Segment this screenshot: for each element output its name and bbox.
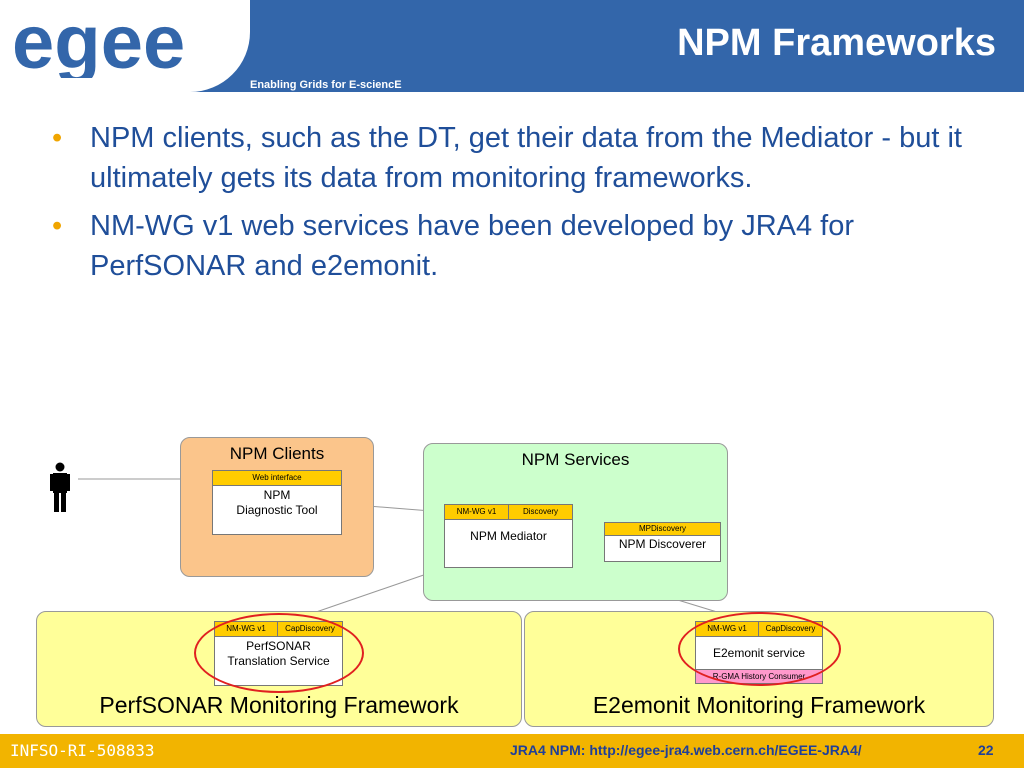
bullet-item: • NM-WG v1 web services have been develo… — [52, 206, 1002, 286]
npm-diagnostic-tool: NPM Diagnostic Tool — [212, 485, 342, 535]
npm-mediator: NPM Mediator — [444, 519, 573, 568]
logo-text: egee — [12, 14, 185, 78]
slide-footer: INFSO-RI-508833 JRA4 NPM: http://egee-jr… — [0, 734, 1024, 768]
e2emonit-highlight-oval — [678, 612, 841, 686]
bullet-text: NPM clients, such as the DT, get their d… — [90, 122, 962, 194]
npm-discoverer-label: NPM Discoverer — [618, 537, 707, 551]
npm-services-title: NPM Services — [521, 450, 630, 469]
slide-header: egee Enabling Grids for E-sciencE NPM Fr… — [0, 0, 1024, 92]
mpdiscovery-tab: MPDiscovery — [604, 522, 721, 536]
perfsonar-framework-title: PerfSONAR Monitoring Framework — [99, 692, 459, 718]
bullet-item: • NPM clients, such as the DT, get their… — [52, 118, 1002, 198]
bullet-text: NM-WG v1 web services have been develope… — [90, 210, 855, 282]
perfsonar-highlight-oval — [194, 613, 364, 693]
mediator-discovery-tab: Discovery — [508, 504, 573, 520]
logo-plate — [0, 0, 250, 92]
person-icon — [50, 462, 70, 512]
footer-link[interactable]: JRA4 NPM: http://egee-jra4.web.cern.ch/E… — [510, 742, 862, 758]
egee-logo: egee — [12, 14, 185, 78]
bullet-dot-icon: • — [52, 122, 63, 154]
bullet-list: • NPM clients, such as the DT, get their… — [52, 118, 1002, 294]
diagnostic-tool-line2: Diagnostic Tool — [236, 503, 318, 517]
page-number: 22 — [978, 742, 994, 758]
page-title: NPM Frameworks — [677, 22, 996, 64]
e2emonit-framework-title: E2emonit Monitoring Framework — [592, 692, 926, 718]
npm-discoverer: NPM Discoverer — [604, 535, 721, 562]
bullet-dot-icon: • — [52, 210, 63, 242]
tagline: Enabling Grids for E-sciencE — [250, 79, 402, 91]
npm-clients-title: NPM Clients — [229, 444, 325, 463]
npm-mediator-label: NPM Mediator — [470, 529, 547, 543]
footer-project-id: INFSO-RI-508833 — [10, 741, 155, 760]
mediator-nmwg-tab: NM-WG v1 — [444, 504, 509, 520]
diagnostic-tool-line1: NPM — [263, 488, 291, 502]
web-interface-tab: Web interface — [212, 470, 342, 486]
